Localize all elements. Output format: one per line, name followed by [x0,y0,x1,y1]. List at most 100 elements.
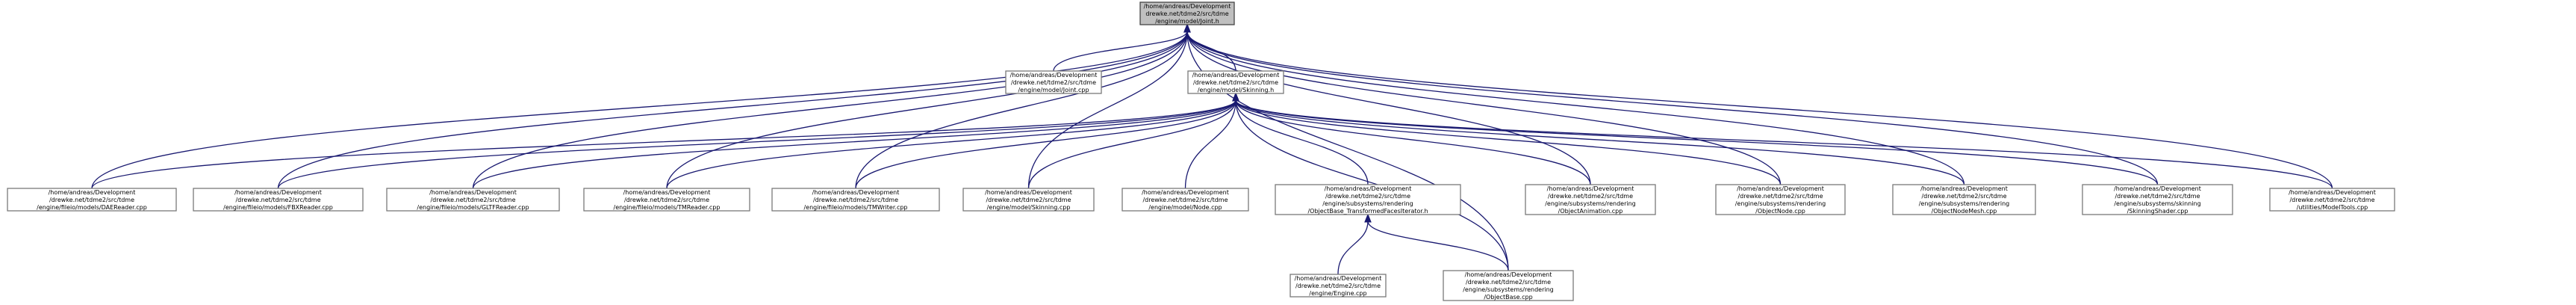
node-objnodemesh[interactable]: /home/andreas/Development/drewke.net/tdm… [1892,184,2036,215]
node-label-line: /engine/subsystems/rendering [1919,200,2010,207]
edge-joint_h-to-skinning_cpp [1027,31,1188,189]
node-label-line: /engine/model/Joint.h [1155,18,1219,25]
node-label-line: /home/andreas/Development [623,189,711,196]
node-joint-cpp[interactable]: /home/andreas/Development/drewke.net/tdm… [1005,70,1102,94]
node-box [583,188,750,212]
edge-skinning_h-to-fbx [277,99,1236,189]
edge-skinning_h-to-gltf [472,99,1236,189]
edge-skinning_h-to-objnode [1235,99,1782,185]
node-box [1525,184,1656,215]
node-label-line: /drewke.net/tdme2/src/tdme [1921,193,2006,200]
edge-skinning_h-to-dae [91,99,1236,189]
node-skinning-cpp[interactable]: /home/andreas/Development/drewke.net/tdm… [962,188,1095,212]
node-label-line: /home/andreas/Development [234,189,322,196]
node-box [1187,70,1284,94]
node-label-line: /utilities/ModelTools.cpp [2297,204,2368,211]
node-box [7,188,177,212]
node-label-line: /home/andreas/Development [1465,271,1552,278]
node-skinning-h[interactable]: /home/andreas/Development/drewke.net/tdm… [1187,70,1284,94]
node-label-line: /home/andreas/Development [49,189,136,196]
node-label-line: /engine/subsystems/skinning [2114,200,2200,207]
edge-skinning_h-to-objbase [1235,99,1509,271]
node-label-line: /engine/subsystems/rendering [1463,286,1554,293]
edge-skinning_h-to-objanim [1235,99,1591,185]
edge-joint_h-to-objanim [1186,31,1591,185]
edge-skinning_h-to-skinshader [1235,99,2159,185]
node-label-line: /home/andreas/Development [1192,72,1280,78]
node-label-line: /drewke.net/tdme2/src/tdme [2115,193,2200,200]
node-label-line: /home/andreas/Development [1010,72,1098,78]
graph-edges [91,23,2333,275]
node-label-line: /engine/fileio/models/GLTFReader.cpp [417,204,529,211]
node-label-line: /engine/model/Skinning.cpp [987,204,1071,211]
node-box [193,188,364,212]
node-label-line: /drewke.net/tdme2/src/tdme [986,197,1071,203]
node-label-line: /home/andreas/Development [2289,189,2376,196]
node-box [1275,184,1461,215]
node-modeltools[interactable]: /home/andreas/Development/drewke.net/tdm… [2269,188,2395,212]
node-dae[interactable]: /home/andreas/Development/drewke.net/tdm… [7,188,177,212]
node-label-line: /drewke.net/tdme2/src/tdme [1295,283,1381,289]
node-label-line: /ObjectNode.cpp [1755,208,1805,215]
edge-joint_h-to-gltf [472,31,1188,189]
graph-nodes: /home/andreas/Development drewke.net/tdme… [7,1,2395,301]
edge-joint_h-to-skinshader [1186,31,2159,185]
arrowhead [1183,23,1191,33]
edge-joint_h-to-skinning_h [1186,31,1236,72]
edge-joint_h-to-modeltools [1186,31,2333,189]
edge-joint_h-to-objnode [1186,31,1782,185]
node-label-line: /home/andreas/Development [2114,185,2201,192]
node-box [962,188,1095,212]
node-box [771,188,940,212]
node-node-cpp[interactable]: /home/andreas/Development/drewke.net/tdm… [1121,188,1249,212]
edge-tfi_h-to-engine [1337,221,1369,275]
edge-joint_h-to-tmr [666,31,1188,189]
node-skinshader[interactable]: /home/andreas/Development/drewke.net/tdm… [2082,184,2233,215]
node-joint-h[interactable]: /home/andreas/Developmentdrewke.net/tdme… [1139,1,1235,25]
node-box [1715,184,1846,215]
node-label-line: /drewke.net/tdme2/src/tdme [1737,193,1823,200]
node-label-line: /engine/model/Joint.cpp [1018,87,1089,93]
node-label-line: /engine/subsystems/rendering [1545,200,1636,207]
node-label-line: /home/andreas/Development [812,189,900,196]
node-label-line: /home/andreas/Development [1920,185,2008,192]
node-label-line: /home/andreas/Development [1547,185,1634,192]
node-box [386,188,560,212]
node-label-line: drewke.net/tdme2/src/tdme [1145,10,1228,17]
node-label-line: /drewke.net/tdme2/src/tdme [1193,79,1278,86]
node-box [1892,184,2036,215]
node-label-line: /home/andreas/Development [1325,185,1412,192]
node-box [2269,188,2395,212]
node-objnode[interactable]: /home/andreas/Development/drewke.net/tdm… [1715,184,1846,215]
node-objbase[interactable]: /home/andreas/Development/drewke.net/tdm… [1443,270,1574,301]
node-label-line: /ObjectNodeMesh.cpp [1932,208,1997,215]
node-gltf[interactable]: /home/andreas/Development/drewke.net/tdm… [386,188,560,212]
node-label-line: /ObjectBase_TransformedFacesIterator.h [1307,208,1428,215]
node-engine[interactable]: /home/andreas/Development/drewke.net/tdm… [1289,274,1387,298]
edge-skinning_h-to-node_cpp [1184,99,1236,189]
node-label-line: /SkinningShader.cpp [2127,208,2188,215]
node-label-line: /drewke.net/tdme2/src/tdme [1325,193,1410,200]
node-label-line: /engine/fileio/models/FBXReader.cpp [223,204,333,211]
node-objanim[interactable]: /home/andreas/Development/drewke.net/tdm… [1525,184,1656,215]
edge-skinning_h-to-tmw [855,99,1236,189]
node-box [2082,184,2233,215]
node-tfi-h[interactable]: /home/andreas/Development/drewke.net/tdm… [1275,184,1461,215]
node-tmw[interactable]: /home/andreas/Development/drewke.net/tdm… [771,188,940,212]
edge-joint_h-to-dae [91,31,1188,189]
edge-skinning_h-to-modeltools [1235,99,2333,189]
node-box [1443,270,1574,301]
node-tmr[interactable]: /home/andreas/Development/drewke.net/tdm… [583,188,750,212]
node-label-line: /drewke.net/tdme2/src/tdme [49,197,134,203]
node-label-line: /home/andreas/Development [1737,185,1824,192]
node-label-line: /engine/Engine.cpp [1309,290,1366,297]
edge-skinning_h-to-objnodemesh [1235,99,1965,185]
node-label-line: /drewke.net/tdme2/src/tdme [1142,197,1228,203]
node-label-line: /drewke.net/tdme2/src/tdme [235,197,320,203]
node-box [1121,188,1249,212]
node-label-line: /drewke.net/tdme2/src/tdme [624,197,709,203]
node-label-line: /drewke.net/tdme2/src/tdme [813,197,898,203]
node-label-line: /ObjectAnimation.cpp [1558,208,1623,215]
node-fbx[interactable]: /home/andreas/Development/drewke.net/tdm… [193,188,364,212]
